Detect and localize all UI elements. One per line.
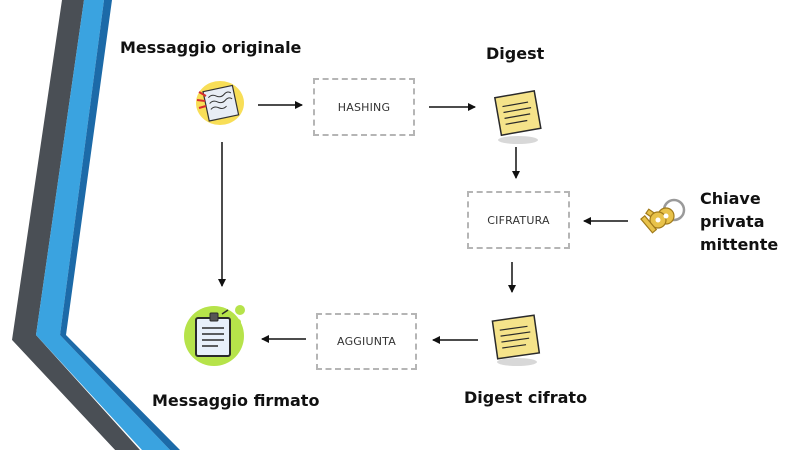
decorative-stripes [0, 0, 180, 450]
keys-icon [640, 198, 686, 234]
cifratura-box: CIFRATURA [467, 191, 570, 249]
digest-note-icon [493, 89, 542, 144]
encrypted-note-icon [491, 314, 541, 366]
label-signed-message: Messaggio firmato [152, 391, 320, 410]
aggiunta-box: AGGIUNTA [316, 313, 417, 370]
label-digest: Digest [486, 44, 545, 63]
message-note-icon [196, 81, 244, 125]
label-encrypted-digest: Digest cifrato [464, 388, 588, 407]
label-key-line2: privata [700, 212, 765, 231]
label-key-line1: Chiave [700, 189, 761, 208]
signed-document-icon [184, 305, 245, 366]
label-key-line3: mittente [700, 235, 779, 254]
hashing-box: HASHING [313, 78, 415, 136]
label-original-message: Messaggio originale [120, 38, 302, 57]
